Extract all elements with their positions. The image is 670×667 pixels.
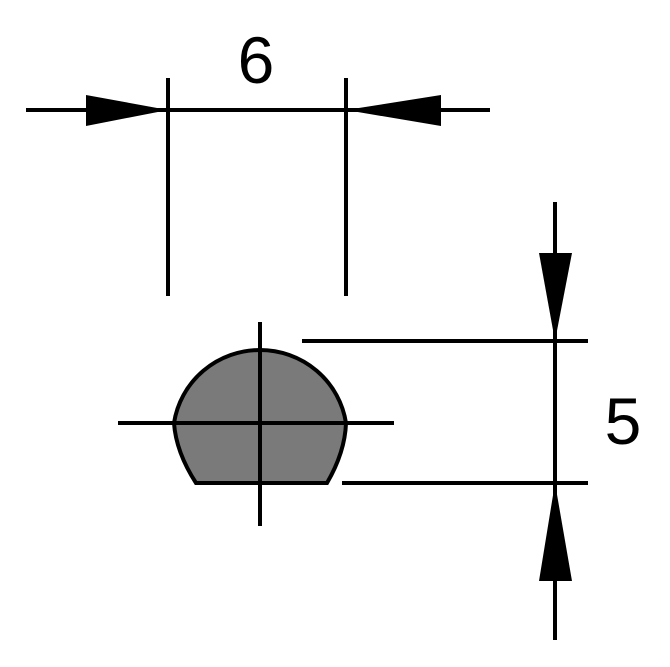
- height-dimension: 5: [302, 202, 641, 640]
- width-arrow-left: [86, 95, 168, 126]
- height-arrow-bottom: [539, 483, 572, 581]
- height-arrow-top: [539, 253, 572, 341]
- truncated-circle-shape: [118, 322, 394, 526]
- width-label: 6: [238, 23, 275, 97]
- width-dimension: 6: [26, 23, 490, 296]
- width-arrow-right: [346, 95, 441, 126]
- height-label: 5: [605, 384, 642, 458]
